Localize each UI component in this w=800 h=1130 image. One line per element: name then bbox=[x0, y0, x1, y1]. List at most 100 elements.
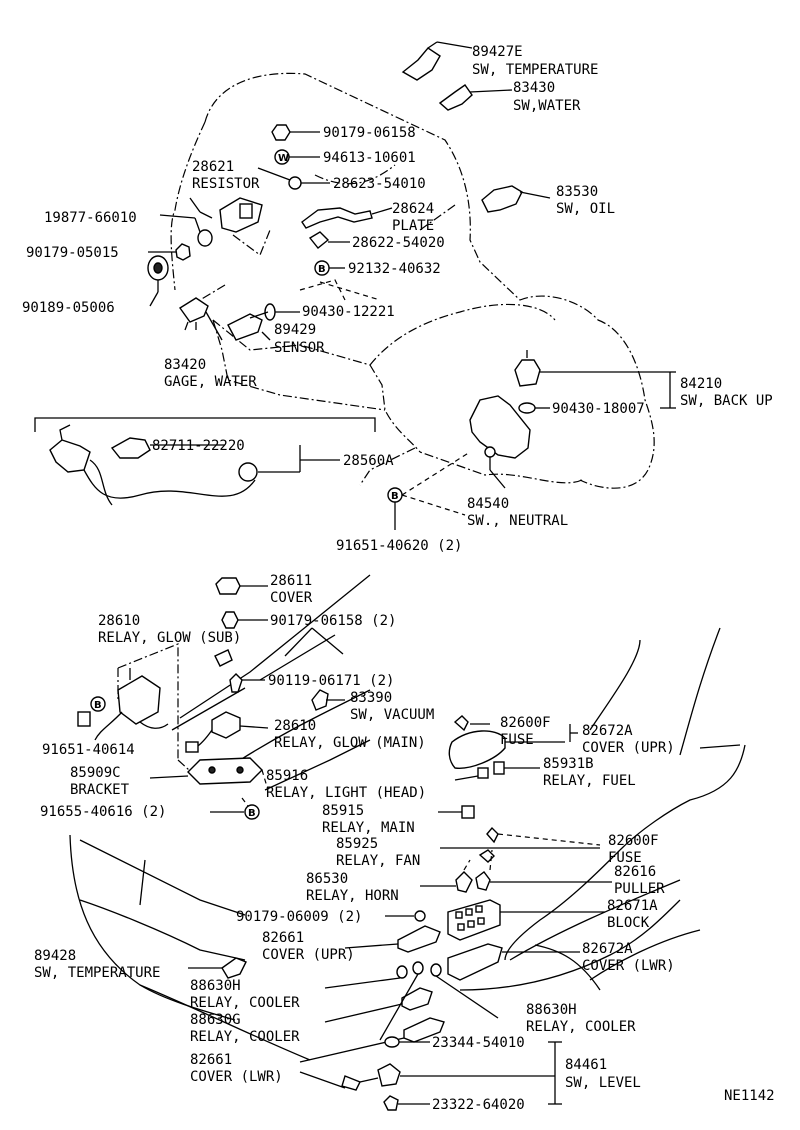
label-number-90179-05015: 90179-05015 bbox=[26, 245, 119, 261]
label-name-82661-lwr: COVER (LWR) bbox=[190, 1069, 283, 1085]
label-number-90179-06158-2: 90179-06158 (2) bbox=[270, 613, 396, 629]
label-number-90189: 90189-05006 bbox=[22, 300, 115, 316]
label-number-90430-12221: 90430-12221 bbox=[302, 304, 395, 320]
svg-text:B: B bbox=[248, 808, 256, 819]
svg-text:B: B bbox=[391, 491, 399, 502]
label-number-85915: 85915 bbox=[322, 803, 364, 819]
drawing-code: NE1142 bbox=[724, 1088, 775, 1104]
label-number-82671a: 82671A bbox=[607, 898, 658, 914]
label-name-84540: SW., NEUTRAL bbox=[467, 513, 568, 529]
label-number-82616: 82616 bbox=[614, 864, 656, 880]
label-number-28622: 28622-54020 bbox=[352, 235, 445, 251]
nut-90179-06158-2 bbox=[221, 611, 344, 657]
svg-text:B: B bbox=[94, 700, 102, 711]
label-name-82616: PULLER bbox=[614, 881, 665, 897]
label-number-88630g: 88630G bbox=[190, 1012, 241, 1028]
label-name-83390: SW, VACUUM bbox=[350, 707, 434, 723]
clip-28623 bbox=[257, 167, 330, 190]
label-name-83530: SW, OIL bbox=[556, 201, 615, 217]
cover-upr-82661 bbox=[344, 925, 441, 953]
label-name-82671a: BLOCK bbox=[607, 915, 650, 931]
nut-90179-06158 bbox=[271, 124, 320, 141]
label-name-88630g: RELAY, COOLER bbox=[190, 1029, 300, 1045]
label-name-28624: PLATE bbox=[392, 218, 434, 234]
label-number-86530: 86530 bbox=[306, 871, 348, 887]
label-name-89428: SW, TEMPERATURE bbox=[34, 965, 160, 981]
label-name-82600f-1: FUSE bbox=[500, 732, 534, 748]
label-name-84210: SW, BACK UP bbox=[680, 393, 773, 409]
ring-19877 bbox=[159, 214, 213, 247]
label-name-85931b: RELAY, FUEL bbox=[543, 773, 636, 789]
label-name-85909c: BRACKET bbox=[70, 782, 130, 798]
label-number-82661-lwr: 82661 bbox=[190, 1052, 232, 1068]
label-name-28621: RESISTOR bbox=[192, 176, 260, 192]
label-number-82600f-1: 82600F bbox=[500, 715, 551, 731]
label-number-89427e: 89427E bbox=[472, 44, 523, 60]
label-number-28560a: 28560A bbox=[343, 453, 394, 469]
label-number-19877: 19877-66010 bbox=[44, 210, 137, 226]
label-name-85916: RELAY, LIGHT (HEAD) bbox=[266, 785, 426, 801]
label-number-89429: 89429 bbox=[274, 322, 316, 338]
fan-relay-85925 bbox=[440, 826, 601, 863]
label-number-28621: 28621 bbox=[192, 159, 234, 175]
washer-94613: W bbox=[274, 149, 320, 165]
label-name-82672a-lwr: COVER (LWR) bbox=[582, 958, 675, 974]
label-number-82672a-lwr: 82672A bbox=[582, 941, 633, 957]
vacuum-switch-83390 bbox=[311, 689, 345, 711]
label-number-90119: 90119-06171 (2) bbox=[268, 673, 394, 689]
nut-90179-05015 bbox=[148, 243, 191, 261]
temp-switch-89428 bbox=[188, 957, 247, 979]
glow-relay-main-28610 bbox=[185, 711, 269, 753]
label-number-82600f-2: 82600F bbox=[608, 833, 659, 849]
bolt-90119 bbox=[214, 649, 265, 693]
label-name-85925: RELAY, FAN bbox=[336, 853, 420, 869]
labels: 89427E SW, TEMPERATURE 83430 SW,WATER 90… bbox=[22, 44, 775, 1113]
label-number-90179-06009: 90179-06009 (2) bbox=[236, 909, 362, 925]
fuse-cover-upr-82672a bbox=[448, 715, 578, 769]
label-number-91655: 91655-40616 (2) bbox=[40, 804, 166, 820]
body-outline bbox=[69, 574, 746, 1061]
label-name-82661-upr: COVER (UPR) bbox=[262, 947, 355, 963]
label-name-83430: SW,WATER bbox=[513, 98, 581, 114]
label-number-90179-06158: 90179-06158 bbox=[323, 125, 416, 141]
label-name-83420: GAGE, WATER bbox=[164, 374, 257, 390]
label-number-28623: 28623-54010 bbox=[333, 176, 426, 192]
label-number-28611: 28611 bbox=[270, 573, 312, 589]
marker-b-91651-40620: B bbox=[387, 451, 471, 530]
bracket-85909c bbox=[149, 757, 263, 785]
oil-switch-83530 bbox=[481, 185, 551, 213]
resistor-28621 bbox=[189, 197, 263, 233]
label-name-89429: SENSOR bbox=[274, 340, 325, 356]
label-number-84540: 84540 bbox=[467, 496, 509, 512]
cover-28611 bbox=[215, 577, 268, 595]
label-name-88630h-2: RELAY, COOLER bbox=[526, 1019, 636, 1035]
label-number-82672a-upr: 82672A bbox=[582, 723, 633, 739]
label-number-89428: 89428 bbox=[34, 948, 76, 964]
label-name-28610-sub: RELAY, GLOW (SUB) bbox=[98, 630, 241, 646]
label-number-28610-main: 28610 bbox=[274, 718, 316, 734]
label-number-83430: 83430 bbox=[513, 80, 555, 96]
label-number-91651-40620: 91651-40620 (2) bbox=[336, 538, 462, 554]
fuse-block-82671a bbox=[447, 899, 605, 941]
label-number-82661-upr: 82661 bbox=[262, 930, 304, 946]
label-number-91651-40614: 91651-40614 bbox=[42, 742, 135, 758]
label-number-88630h-2: 88630H bbox=[526, 1002, 577, 1018]
label-number-84461: 84461 bbox=[565, 1057, 607, 1073]
marker-b-92132: B bbox=[314, 260, 345, 276]
fuel-relay-85931b bbox=[454, 761, 540, 781]
label-name-28611: COVER bbox=[270, 590, 313, 606]
cooler-relays bbox=[324, 961, 499, 1043]
sensor-89429 bbox=[227, 311, 271, 341]
label-number-28624: 28624 bbox=[392, 201, 434, 217]
neutral-switch-84540 bbox=[469, 395, 531, 489]
marker-w: W bbox=[278, 153, 289, 164]
cover-lwr-82672a bbox=[447, 943, 580, 981]
label-number-83420: 83420 bbox=[164, 357, 206, 373]
gage-83420 bbox=[178, 297, 223, 341]
engine-outline bbox=[170, 72, 655, 489]
label-number-23344: 23344-54010 bbox=[432, 1035, 525, 1051]
label-number-92132: 92132-40632 bbox=[348, 261, 441, 277]
label-number-88630h-1: 88630H bbox=[190, 978, 241, 994]
label-name-84461: SW, LEVEL bbox=[565, 1075, 641, 1091]
